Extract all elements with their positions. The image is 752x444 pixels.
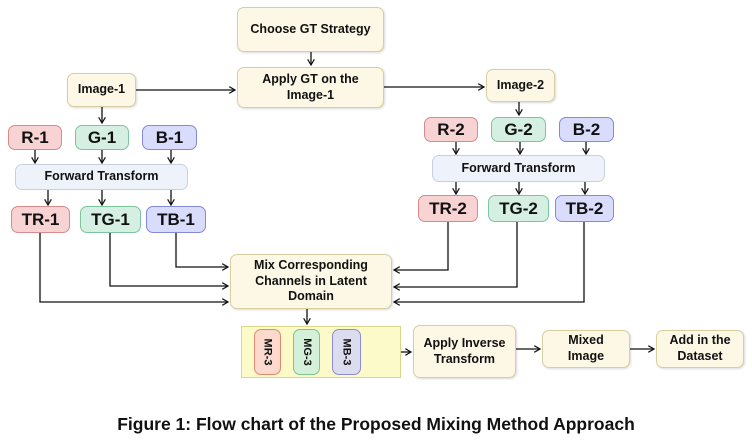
g2-channel-node: G-2 <box>491 117 546 142</box>
arrow-tr2-to-mix <box>394 222 449 270</box>
choose-gt-strategy-node: Choose GT Strategy <box>237 7 384 52</box>
b1-channel-node: B-1 <box>142 125 197 150</box>
arrow-tb1-to-mix <box>175 233 228 267</box>
tr1-node: TR-1 <box>11 206 70 233</box>
mg3-label: MG-3 <box>300 338 313 366</box>
tb1-node: TB-1 <box>146 206 206 233</box>
b2-channel-node: B-2 <box>559 117 614 142</box>
image-2-node: Image-2 <box>486 69 555 102</box>
mixed-image-node: Mixed Image <box>542 330 630 368</box>
forward-transform-1-node: Forward Transform <box>15 164 188 190</box>
mb3-label: MB-3 <box>340 338 353 366</box>
arrow-tr1-to-mix <box>39 233 228 302</box>
figure-caption: Figure 1: Flow chart of the Proposed Mix… <box>117 414 635 434</box>
apply-gt-node: Apply GT on the Image-1 <box>237 67 384 108</box>
mix-channels-node: Mix Corresponding Channels in Latent Dom… <box>230 254 392 309</box>
g1-channel-node: G-1 <box>75 125 129 150</box>
mb3-channel: MB-3 <box>332 329 361 375</box>
arrow-tb2-to-mix <box>394 222 585 302</box>
mr3-channel: MR-3 <box>254 329 281 375</box>
apply-inverse-transform-node: Apply Inverse Transform <box>413 325 516 378</box>
image-1-node: Image-1 <box>67 73 136 107</box>
forward-transform-2-node: Forward Transform <box>432 155 605 182</box>
tg1-node: TG-1 <box>80 206 141 233</box>
tb2-node: TB-2 <box>555 195 614 222</box>
mg3-channel: MG-3 <box>293 329 320 375</box>
r2-channel-node: R-2 <box>424 117 478 142</box>
tr2-node: TR-2 <box>418 195 478 222</box>
tg2-node: TG-2 <box>488 195 549 222</box>
mr3-label: MR-3 <box>261 338 274 366</box>
arrow-tg2-to-mix <box>394 222 518 287</box>
r1-channel-node: R-1 <box>8 125 62 150</box>
mixed-channels-container: MR-3 MG-3 MB-3 <box>241 326 401 378</box>
arrow-tg1-to-mix <box>109 233 228 286</box>
add-in-dataset-node: Add in the Dataset <box>656 330 744 368</box>
